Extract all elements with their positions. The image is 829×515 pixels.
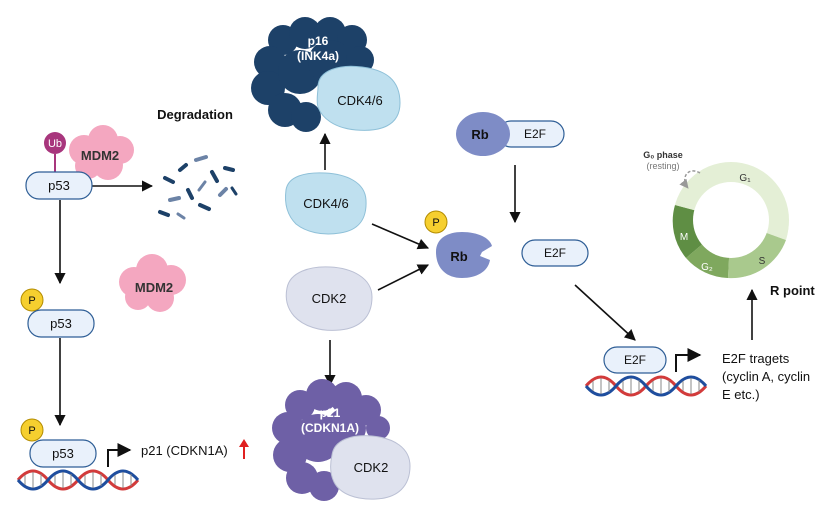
transcription-arrow-p21 — [107, 443, 132, 467]
mdm2-bound-group: MDM2 — [69, 125, 134, 180]
rb-bound-label: Rb — [471, 127, 488, 142]
upregulation-arrow-icon — [239, 439, 249, 459]
cdk46-free-label: CDK4/6 — [303, 196, 349, 211]
p16-label-line1: p16 — [308, 34, 329, 48]
mdm2-bound-label: MDM2 — [81, 148, 119, 163]
mdm2-cloud-bound — [69, 125, 134, 180]
transcription-arrow-e2f — [675, 348, 702, 372]
e2f-dna-pill — [603, 346, 667, 374]
p53-pill-phospho — [27, 309, 95, 338]
dna-helix-left — [16, 469, 140, 491]
cdk46-complex-label: CDK4/6 — [337, 93, 383, 108]
e2f-free-pill — [521, 239, 589, 267]
ub-badge — [44, 132, 66, 154]
p53-label-dna: p53 — [52, 446, 74, 461]
mdm2-cloud-free — [119, 254, 186, 312]
degradation-label: Degradation — [157, 107, 233, 122]
m-label: M — [680, 232, 688, 243]
rb-phospho: Rb P — [424, 210, 492, 278]
degraded-fragments — [158, 155, 238, 220]
p21-label-line2: (CDKN1A) — [301, 421, 359, 435]
phospho-badge-rb — [424, 210, 448, 234]
e2f-bound-label: E2F — [524, 127, 546, 141]
arrow-e2f-to-dna-e2f — [574, 284, 636, 341]
phospho-label-2: P — [28, 425, 35, 437]
arrow-cdk46-to-rb — [371, 223, 430, 250]
cdk46-free-shape — [285, 172, 367, 235]
mdm2-free-group: MDM2 — [119, 254, 186, 312]
r-point-label: R point — [770, 283, 815, 298]
g0-label-line1: G₀ phase — [643, 150, 683, 160]
phospho-label-rb: P — [432, 217, 439, 229]
p16-blob — [251, 17, 374, 132]
arrows — [54, 132, 758, 427]
rb-phospho-label: Rb — [450, 249, 467, 264]
p53-label-phospho: p53 — [50, 316, 72, 331]
dna-helix-right — [584, 375, 708, 397]
cdk46-complex-shape — [316, 65, 401, 131]
p53-pill-dna — [29, 439, 97, 468]
e2f-targets-line3: E etc.) — [722, 387, 760, 402]
s-label: S — [759, 256, 766, 267]
rb-phospho-shape — [436, 232, 492, 278]
g0-loop-arrow-icon — [679, 170, 701, 189]
p21-label-line1: p21 — [320, 406, 341, 420]
cell-cycle-ring — [672, 162, 789, 279]
p21-complex: p21 (CDKN1A) CDK2 — [272, 379, 411, 501]
p21-gene-label: p21 (CDKN1A) — [141, 443, 228, 458]
cdk2-free-shape — [285, 266, 373, 331]
phospho-badge-1 — [20, 288, 44, 312]
e2f-targets-line2: (cyclin A, cyclin — [722, 369, 810, 384]
phospho-label-1: P — [28, 295, 35, 307]
p16-label-line2: (INK4a) — [297, 49, 339, 63]
rb-e2f-complex: E2F Rb — [456, 112, 565, 156]
ub-label: Ub — [48, 138, 62, 150]
arrow-cdk2-to-rb — [377, 264, 430, 291]
g1-label: G₁ — [739, 173, 751, 184]
phospho-badge-2 — [20, 418, 44, 442]
p53-label-top: p53 — [48, 178, 70, 193]
e2f-dna-label: E2F — [624, 353, 646, 367]
cdk2-complex-label: CDK2 — [354, 460, 389, 475]
cdk2-free: CDK2 — [285, 266, 373, 331]
cdk2-free-label: CDK2 — [312, 291, 347, 306]
p16-complex: p16 (INK4a) CDK4/6 — [251, 17, 401, 132]
e2f-free-label: E2F — [544, 246, 566, 260]
cdk2-complex-shape — [330, 435, 411, 500]
p53-pill-top — [25, 171, 93, 200]
e2f-targets-line1: E2F tragets — [722, 351, 790, 366]
p21-blob — [272, 379, 390, 501]
cdk46-free: CDK4/6 — [285, 172, 367, 235]
mdm2-free-label: MDM2 — [135, 280, 173, 295]
g0-label-line2: (resting) — [646, 161, 679, 171]
g2-label: G₂ — [701, 262, 713, 273]
rb-bound-shape — [456, 112, 510, 156]
